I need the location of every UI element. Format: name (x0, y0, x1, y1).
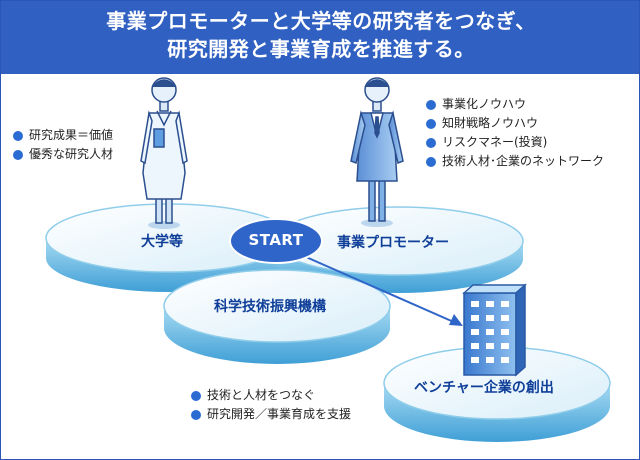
header-title-line1: 事業プロモーターと大学等の研究者をつなぎ、 (106, 9, 536, 33)
university-label: 大学等 (141, 234, 183, 250)
promoter-figure-icon (350, 77, 404, 227)
list-item: リスクマネー(投資) (426, 133, 604, 152)
list-item: 知財戦略ノウハウ (426, 114, 604, 133)
bullet-icon (426, 99, 436, 110)
university-points: 研究成果＝価値 優秀な研究人材 (13, 126, 113, 164)
list-item: 技術人材･企業のネットワーク (426, 152, 604, 171)
researcher-figure-icon (140, 77, 188, 229)
start-badge (229, 218, 323, 264)
bullet-icon (191, 409, 201, 420)
bullet-icon (13, 149, 23, 160)
list-item: 研究開発／事業育成を支援 (191, 405, 351, 424)
list-item: 優秀な研究人材 (13, 145, 113, 164)
list-item: 研究成果＝価値 (13, 126, 113, 145)
bullet-icon (426, 137, 436, 148)
jst-points: 技術と人材をつなぐ 研究開発／事業育成を支援 (191, 386, 351, 424)
platform-jst (163, 269, 391, 364)
platform-venture (383, 346, 611, 442)
header-title-line2: 研究開発と事業育成を推進する。 (167, 37, 475, 61)
start-label: START (248, 231, 304, 249)
building-icon (462, 283, 527, 377)
venture-label: ベンチャー企業の創出 (414, 380, 554, 396)
promoter-points: 事業化ノウハウ 知財戦略ノウハウ リスクマネー(投資) 技術人材･企業のネットワ… (426, 95, 604, 171)
bullet-icon (191, 390, 201, 401)
header-banner: 事業プロモーターと大学等の研究者をつなぎ、 研究開発と事業育成を推進する。 (1, 1, 639, 74)
diagram-canvas (45, 77, 611, 442)
jst-label: 科学技術振興機構 (214, 299, 326, 315)
bullet-icon (426, 118, 436, 129)
start-arrow (305, 256, 463, 326)
bullet-icon (13, 130, 23, 141)
list-item: 技術と人材をつなぐ (191, 386, 351, 405)
promoter-label: 事業プロモーター (337, 235, 449, 251)
bullet-icon (426, 156, 436, 167)
list-item: 事業化ノウハウ (426, 95, 604, 114)
